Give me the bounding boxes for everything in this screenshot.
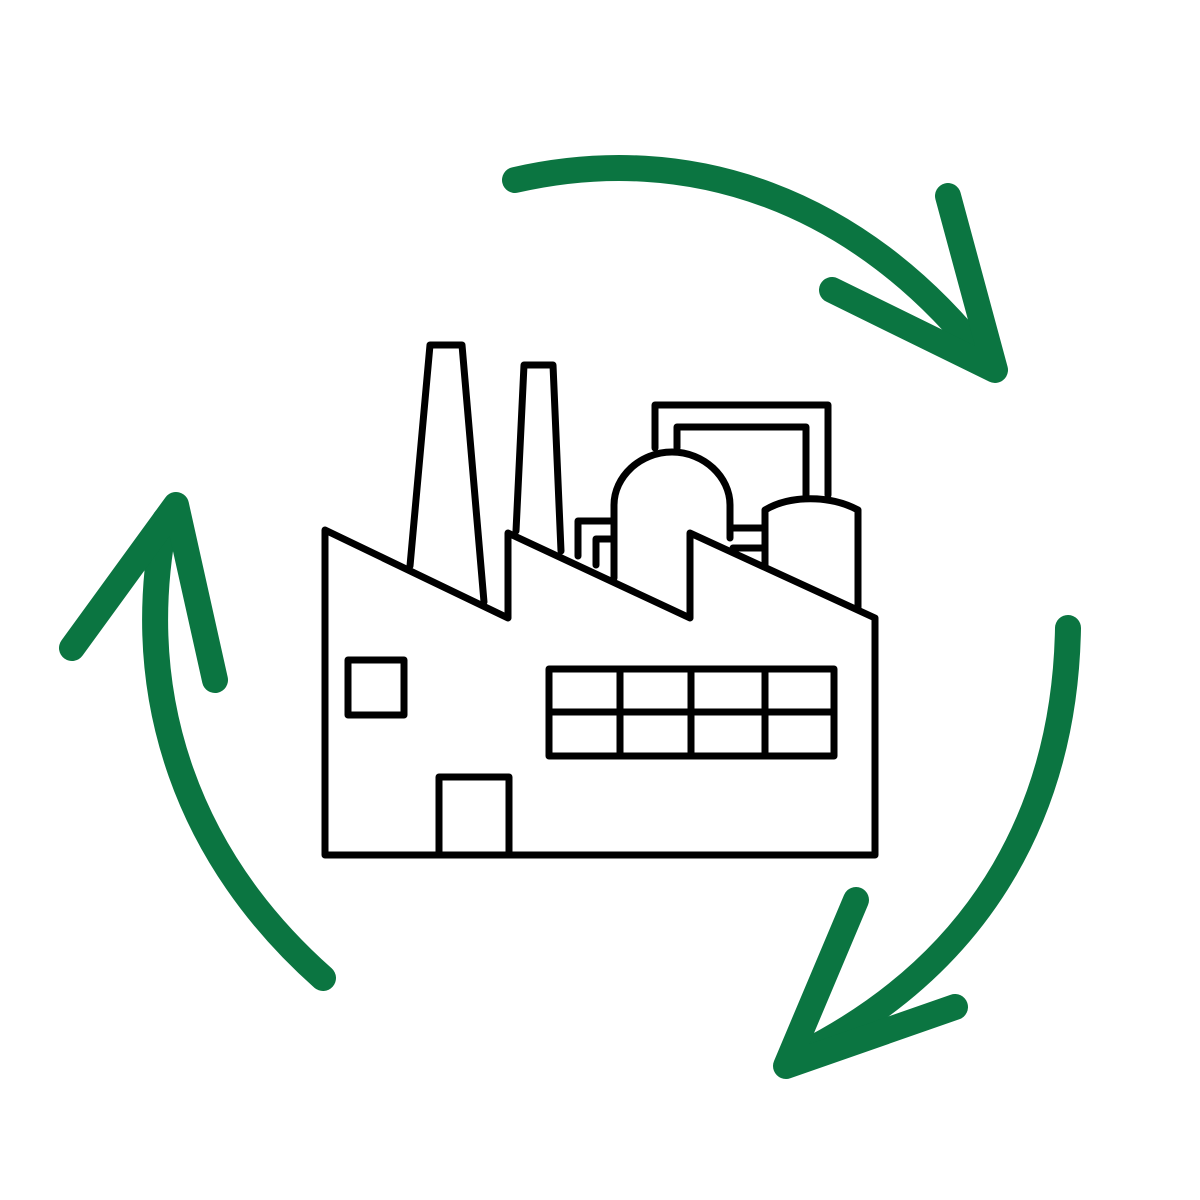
- small-window-icon: [344, 656, 408, 719]
- chimney-1-icon: [406, 341, 488, 606]
- storage-tank-icon: [761, 495, 862, 612]
- grid-window-icon: [545, 665, 838, 760]
- chimney-2-icon: [512, 361, 565, 555]
- rear-tanks-icon: [574, 517, 616, 569]
- factory-icon: [321, 341, 879, 859]
- arrow-bottom-right-icon: [773, 615, 1081, 1079]
- arrow-left-icon: [59, 492, 336, 991]
- pipe-frame-icon: [651, 401, 832, 552]
- door-icon: [435, 773, 513, 859]
- arrow-top-right-icon: [502, 155, 1008, 383]
- circular-arrows-icon: [59, 155, 1081, 1079]
- dome-tank-icon: [610, 448, 734, 582]
